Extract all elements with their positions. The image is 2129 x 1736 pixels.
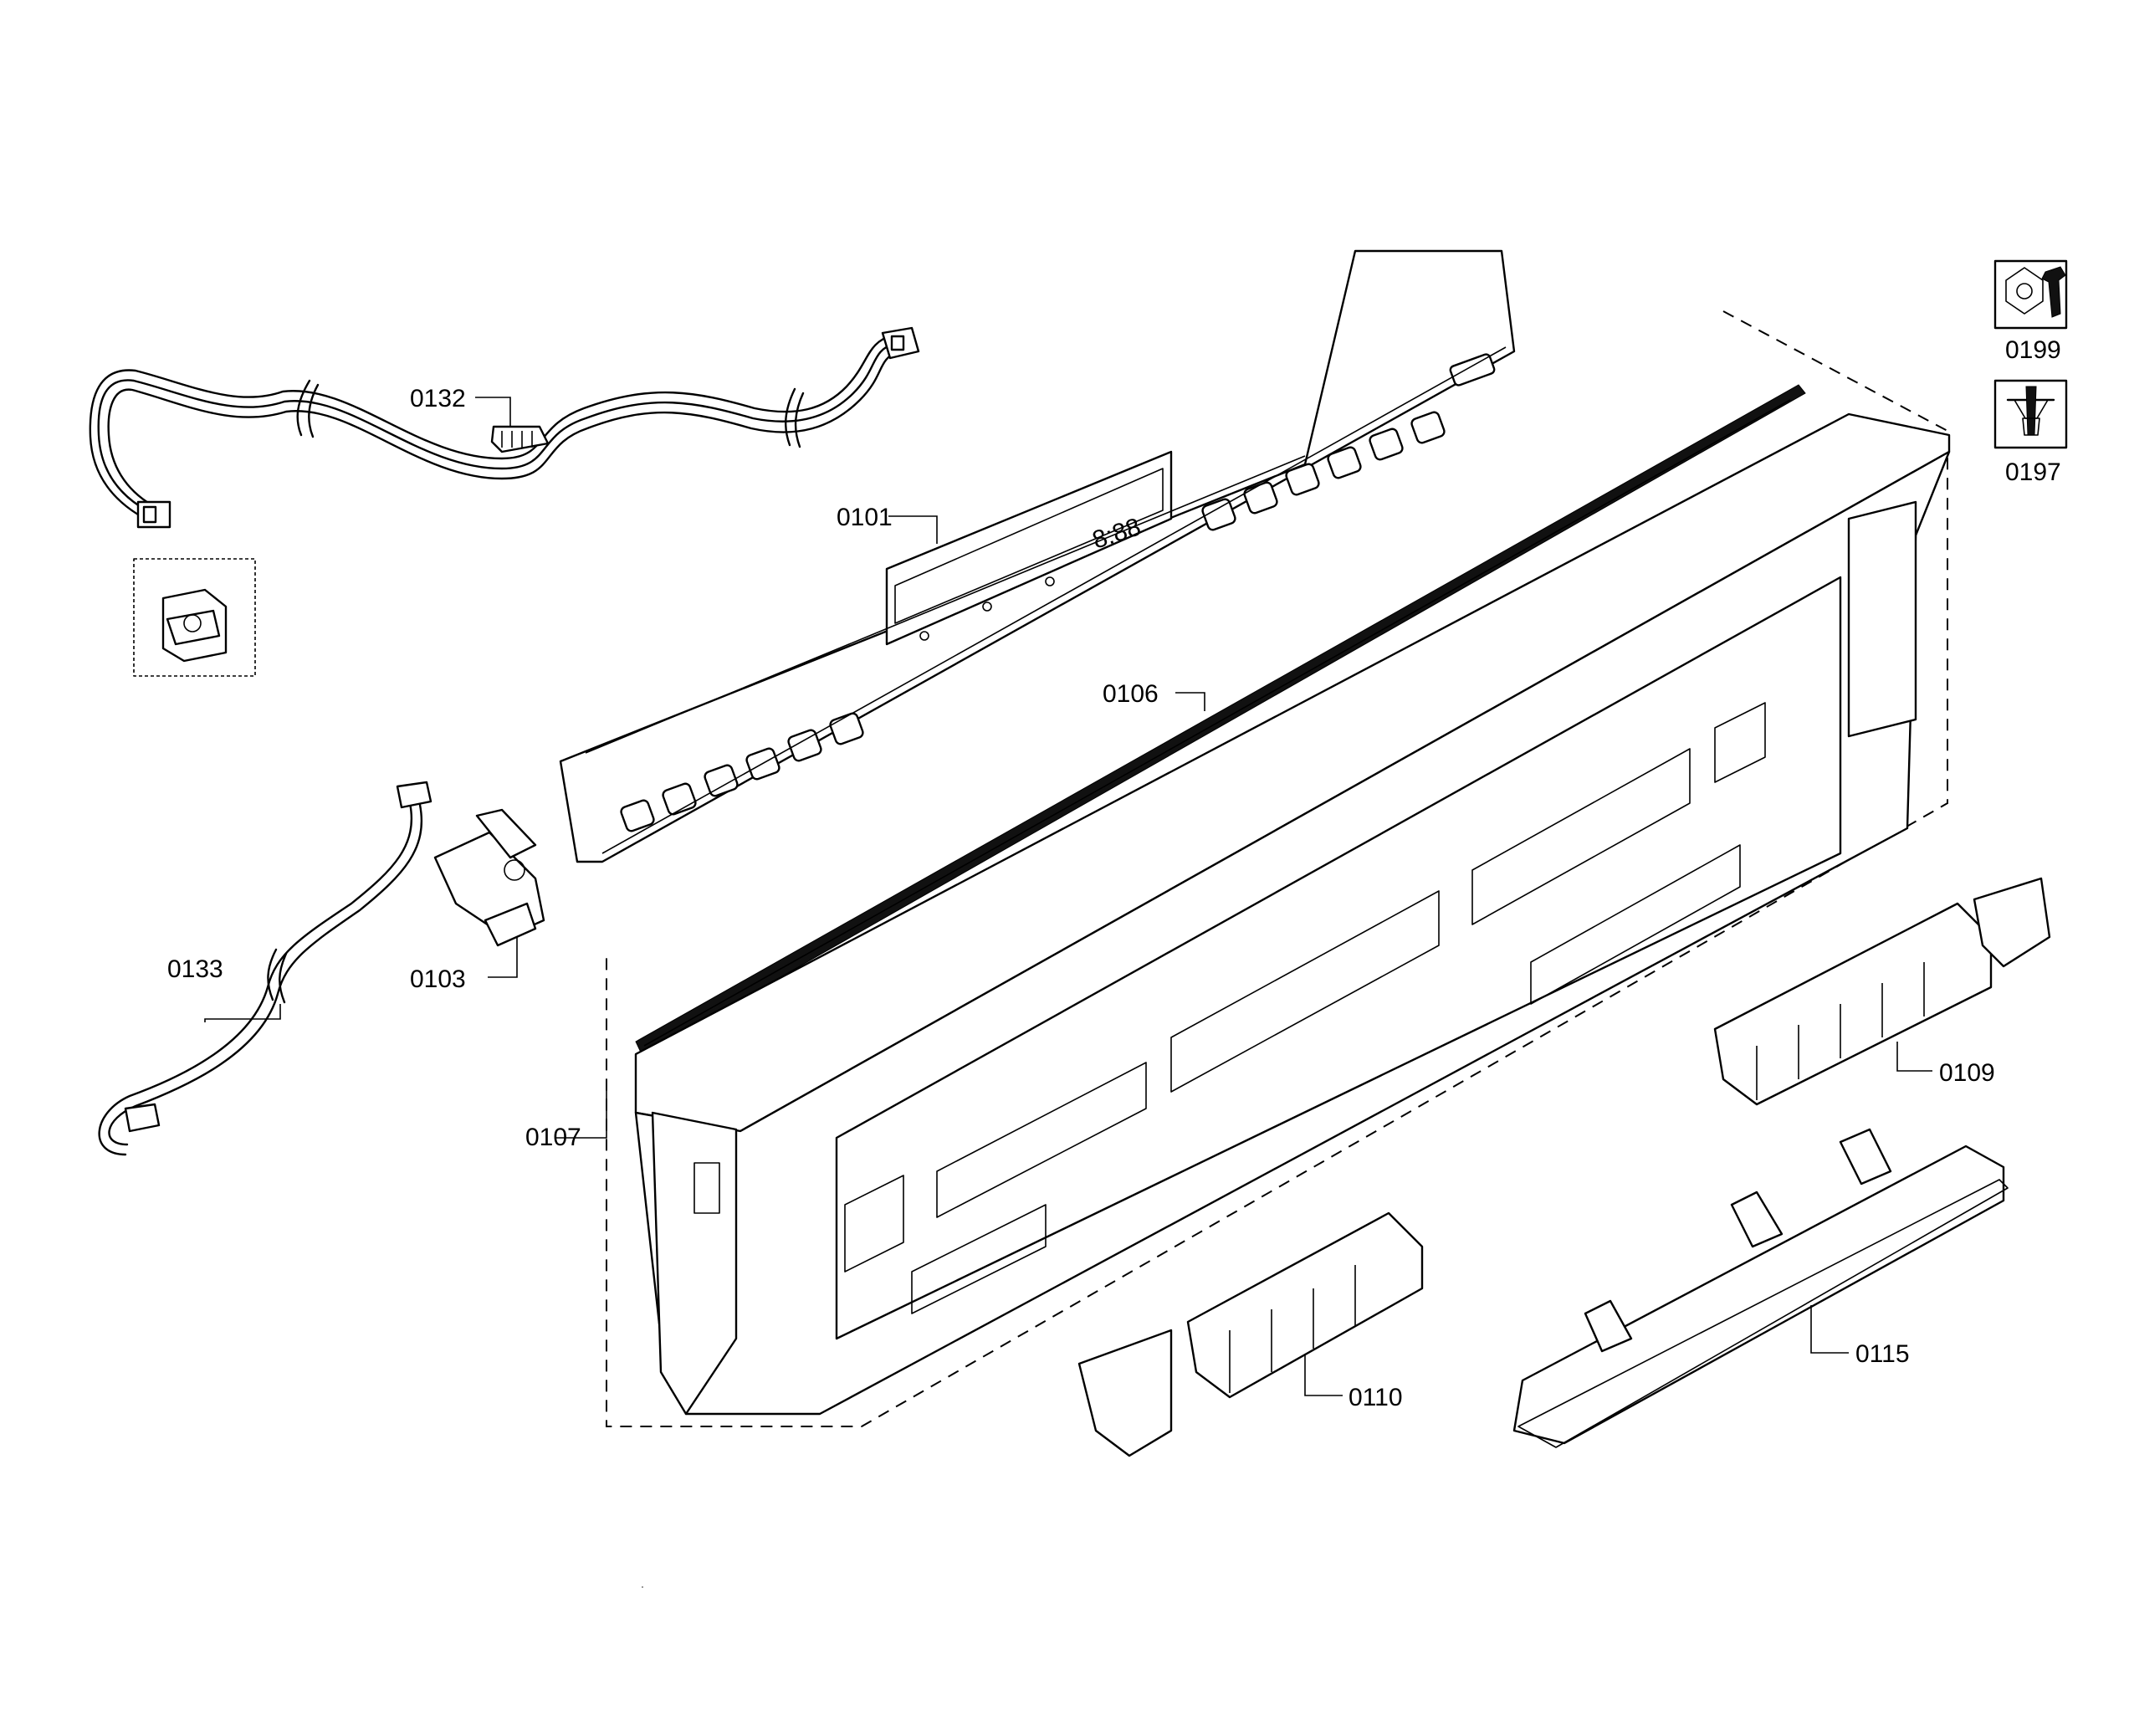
button-cells-left: [620, 712, 864, 832]
wire-harness-0132[interactable]: [89, 326, 920, 529]
tool-label-0199: 0199: [2005, 336, 2061, 364]
assembly-group-outline: [606, 310, 1948, 1427]
callout-0106: 0106: [1103, 680, 1159, 708]
callout-0115: 0115: [1855, 1340, 1910, 1368]
callout-0110: 0110: [1349, 1384, 1403, 1411]
button-carrier-0109[interactable]: [1713, 877, 2051, 1106]
nut-and-wrench-icon: [1993, 259, 2068, 330]
callout-0132: 0132: [410, 385, 466, 412]
callout-0103: 0103: [410, 965, 466, 993]
callout-labels: 0132 0101 0106 0103 0133 0107 0109 0110 …: [167, 385, 1995, 1411]
control-module-0101[interactable]: 8:88: [559, 249, 1516, 863]
screw-and-screwdriver-icon: [1993, 379, 2068, 449]
tool-label-0197: 0197: [2005, 458, 2061, 486]
callout-0101: 0101: [837, 504, 893, 531]
leader-lines: [204, 397, 1932, 1396]
callout-0107: 0107: [525, 1124, 581, 1151]
stray-dot: [642, 1586, 643, 1588]
cover-0115[interactable]: [1512, 1128, 2009, 1448]
callout-0109: 0109: [1939, 1059, 1995, 1087]
callout-0133: 0133: [167, 955, 223, 983]
button-cells-right: [1201, 353, 1496, 531]
control-panel-fascia-0107[interactable]: [634, 412, 1951, 1416]
button-carrier-0110[interactable]: [1077, 1211, 1424, 1457]
sensor-0103[interactable]: [433, 808, 545, 947]
connector-detail-inset: [133, 558, 256, 677]
wire-0133[interactable]: [98, 781, 432, 1156]
